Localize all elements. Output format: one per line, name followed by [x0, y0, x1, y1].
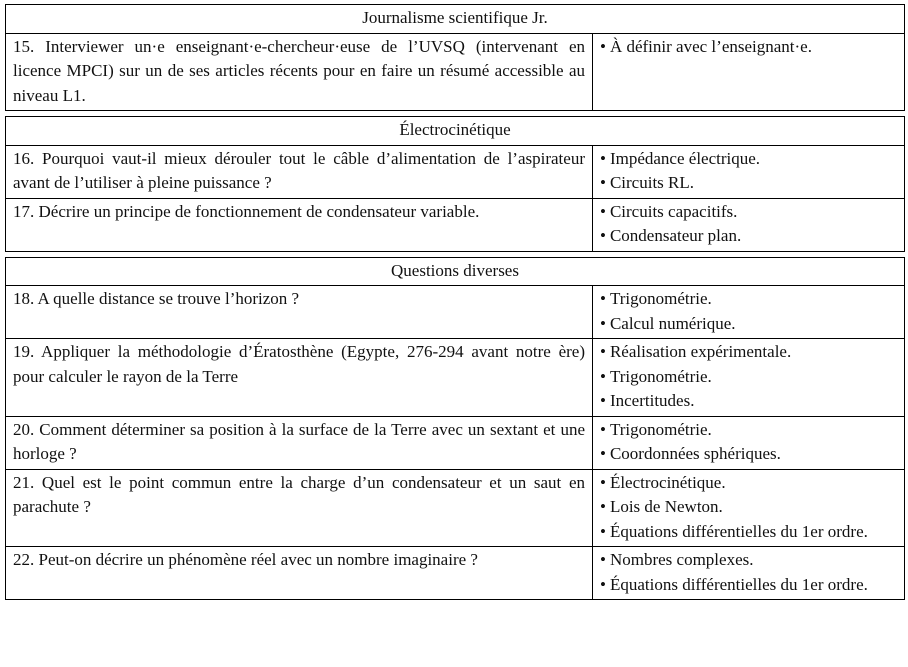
question-cell: 18. A quelle distance se trouve l’horizo…	[5, 285, 593, 339]
question-cell: 20. Comment déterminer sa position à la …	[5, 415, 593, 470]
topic-item: •À définir avec l’enseignant·e.	[600, 36, 812, 56]
question-cell: 16. Pourquoi vaut-il mieux dérouler tout…	[5, 144, 593, 199]
topics-cell: •Impédance électrique. •Circuits RL.	[591, 144, 906, 199]
table-row: 19. Appliquer la méthodologie d’Ératosth…	[5, 338, 905, 417]
topics-cell: •Trigonométrie. •Coordonnées sphériques.	[592, 415, 905, 470]
table-row: 20. Comment déterminer sa position à la …	[5, 415, 905, 470]
table-row: 17. Décrire un principe de fonctionnemen…	[5, 197, 906, 252]
table-row: 22. Peut-on décrire un phénomène réel av…	[5, 546, 905, 600]
section-header-row: Journalisme scientifique Jr.	[5, 4, 905, 34]
question-cell: 22. Peut-on décrire un phénomène réel av…	[5, 546, 593, 600]
question-cell: 21. Quel est le point commun entre la ch…	[5, 468, 593, 547]
section-title: Journalisme scientifique Jr.	[5, 4, 905, 34]
topic-item: •Nombres complexes.	[600, 550, 754, 569]
table-row: 21. Quel est le point commun entre la ch…	[5, 468, 905, 547]
section-table-electrocinetique: Électrocinétique 16. Pourquoi vaut-il mi…	[4, 116, 906, 252]
topic-item: •Impédance électrique.	[600, 148, 761, 168]
topic-item: •Lois de Newton.	[600, 497, 723, 516]
topic-item: •Calcul numérique.	[600, 313, 736, 333]
section-table-journalisme: Journalisme scientifique Jr. 15. Intervi…	[5, 4, 905, 111]
section-header-row: Électrocinétique	[4, 116, 906, 146]
topics-cell: •Nombres complexes. •Équations différent…	[592, 546, 905, 600]
document-tables: Journalisme scientifique Jr. 15. Intervi…	[4, 4, 906, 605]
topic-item: •Coordonnées sphériques.	[600, 444, 781, 463]
topic-item: •Circuits capacitifs.	[600, 201, 738, 221]
section-title: Questions diverses	[5, 256, 905, 286]
topic-item: •Réalisation expérimentale.	[600, 342, 792, 361]
topics-cell: •Électrocinétique. •Lois de Newton. •Équ…	[592, 468, 905, 547]
topic-item: •Équations différentielles du 1er ordre.	[600, 574, 868, 594]
topic-item: •Électrocinétique.	[600, 472, 726, 492]
topic-item: •Trigonométrie.	[600, 366, 712, 386]
topic-item: •Trigonométrie.	[600, 419, 712, 439]
section-title: Électrocinétique	[4, 116, 906, 146]
question-cell: 19. Appliquer la méthodologie d’Ératosth…	[5, 338, 593, 417]
section-header-row: Questions diverses	[5, 256, 905, 286]
topics-cell: •Circuits capacitifs. •Condensateur plan…	[591, 197, 906, 252]
topic-item: •Condensateur plan.	[600, 226, 742, 245]
topics-cell: •Trigonométrie. •Calcul numérique.	[592, 285, 905, 339]
question-cell: 17. Décrire un principe de fonctionnemen…	[5, 197, 593, 252]
question-cell: 15. Interviewer un·e enseignant·e-cherch…	[5, 32, 593, 111]
topics-cell: •Réalisation expérimentale. •Trigonométr…	[592, 338, 905, 417]
topics-cell: •À définir avec l’enseignant·e.	[592, 32, 905, 111]
table-row: 18. A quelle distance se trouve l’horizo…	[5, 285, 905, 339]
table-row: 15. Interviewer un·e enseignant·e-cherch…	[5, 32, 905, 111]
topic-item: •Circuits RL.	[600, 173, 695, 192]
topic-item: •Incertitudes.	[600, 391, 695, 410]
topic-item: •Équations différentielles du 1er ordre.	[600, 521, 868, 541]
section-table-questions-diverses: Questions diverses 18. A quelle distance…	[5, 256, 905, 600]
table-row: 16. Pourquoi vaut-il mieux dérouler tout…	[5, 144, 906, 199]
topic-item: •Trigonométrie.	[600, 289, 712, 308]
